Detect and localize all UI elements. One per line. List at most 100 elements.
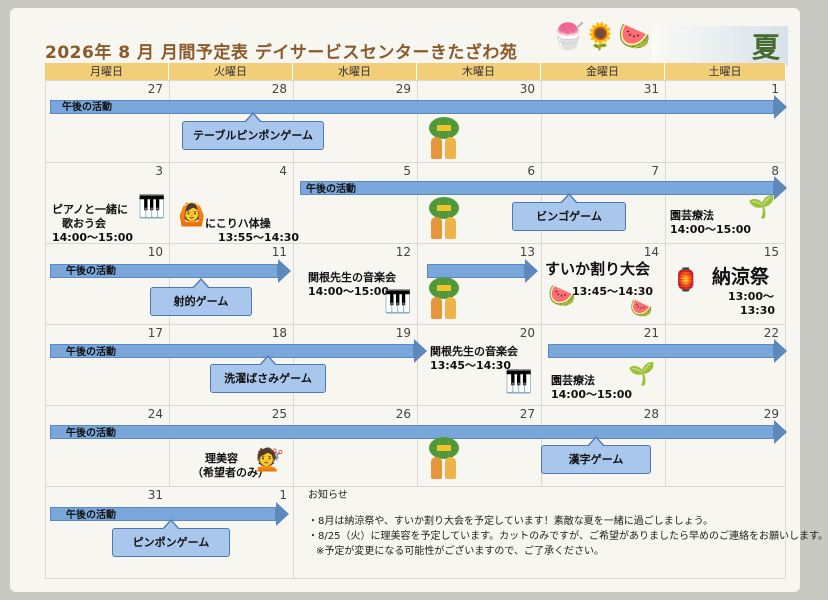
date-cell: 21 [643, 326, 659, 340]
grid-line [665, 80, 666, 486]
grid-line [45, 578, 785, 579]
date-cell: 28 [643, 407, 659, 421]
barber-icon: 💇 [256, 448, 284, 473]
date-cell: 28 [271, 82, 287, 96]
watermelon-icon: 🍉 [630, 298, 653, 319]
weekday-tue: 火曜日 [169, 63, 293, 80]
festival-stall-icon: 🏮 [672, 268, 700, 293]
date-cell: 11 [271, 245, 287, 259]
grid-line [45, 80, 46, 578]
activity-label: 午後の活動 [66, 510, 116, 521]
activity-label: 午後の活動 [66, 266, 116, 277]
grid-line [169, 80, 170, 486]
date-cell: 30 [519, 82, 535, 96]
callout-bingo: ビンゴゲーム [512, 193, 626, 231]
event-noryo-time2: 13:30 [740, 304, 776, 317]
activity-label: 午後の活動 [66, 428, 116, 439]
sunflower-icon: 🌻 [584, 22, 617, 52]
date-cell: 5 [403, 164, 411, 178]
date-cell: 4 [279, 164, 287, 178]
notice-heading: お知らせ [308, 490, 348, 501]
date-cell: 20 [519, 326, 535, 340]
date-cell: 18 [271, 326, 287, 340]
event-garden2-title: 園芸療法 [551, 374, 595, 387]
event-garden2-time: 14:00～15:00 [551, 388, 633, 401]
event-piano-time: 14:00～15:00 [52, 231, 134, 244]
weekday-sat: 土曜日 [665, 63, 786, 80]
grid-line [45, 162, 785, 163]
callout-table-pingpong: テーブルピンポンゲーム [182, 112, 324, 150]
watermelon-icon: 🍉 [618, 22, 651, 52]
weekday-mon: 月曜日 [45, 63, 169, 80]
event-sekine2-time: 13:45～14:30 [430, 359, 512, 372]
date-cell: 7 [651, 164, 659, 178]
grid-line [45, 405, 785, 406]
activity-arrow [427, 259, 538, 283]
activity-arrow [548, 339, 787, 363]
date-cell: 24 [147, 407, 163, 421]
date-cell: 26 [395, 407, 411, 421]
date-cell: 14 [643, 245, 659, 259]
date-cell: 15 [763, 245, 779, 259]
piano-singer-icon: 🎹 [138, 195, 166, 220]
date-cell: 27 [147, 82, 163, 96]
date-cell: 25 [271, 407, 287, 421]
date-cell: 29 [395, 82, 411, 96]
grid-line [45, 486, 785, 487]
grid-line [45, 80, 785, 81]
activity-label: 午後の活動 [62, 102, 112, 113]
notice-line: ・8/25（火）に理美容を予定しています。カットのみですが、ご希望がありましたら… [308, 531, 828, 542]
activity-label: 午後の活動 [66, 347, 116, 358]
date-cell: 1 [771, 82, 779, 96]
grid-line [541, 80, 542, 486]
exercise-person-icon: 🙆 [178, 203, 206, 228]
grid-line [417, 80, 418, 486]
activity-arrow [50, 339, 427, 363]
event-noryo-title: 納涼祭 [712, 266, 770, 288]
callout-kanji: 漢字ゲーム [541, 436, 651, 474]
date-cell: 1 [279, 488, 287, 502]
date-cell: 13 [519, 245, 535, 259]
activity-arrow [300, 176, 787, 200]
event-suika-time: 13:45～14:30 [572, 285, 654, 298]
event-noryo-time1: 13:00～ [728, 290, 775, 303]
event-sekine1-time: 14:00～15:00 [308, 285, 390, 298]
season-label: 夏 [752, 31, 781, 64]
date-cell: 31 [643, 82, 659, 96]
gardening-icon: 🌱 [748, 195, 776, 220]
notice-box: お知らせ ・8月は納涼祭や、すいか割り大会を予定しています！素敵な夏を一緒に過ご… [308, 488, 828, 559]
weekday-fri: 金曜日 [541, 63, 665, 80]
event-niko-time: 13:55～14:30 [218, 231, 300, 244]
date-cell: 6 [527, 164, 535, 178]
club-group-icon [427, 197, 461, 241]
club-group-icon [427, 437, 461, 481]
grid-line [45, 243, 785, 244]
activity-label: 午後の活動 [306, 184, 356, 195]
event-suika-title: すいか割り大会 [545, 260, 651, 278]
grid-line [293, 80, 294, 578]
event-niko-title: にこりハ体操 [205, 217, 271, 230]
event-sekine1-title: 関根先生の音楽会 [308, 271, 396, 284]
date-cell: 8 [771, 164, 779, 178]
weekday-wed: 水曜日 [293, 63, 417, 80]
date-cell: 3 [155, 164, 163, 178]
date-cell: 27 [519, 407, 535, 421]
event-sekine2-title: 関根先生の音楽会 [430, 345, 518, 358]
shaved-ice-icon: 🍧 [552, 22, 585, 52]
notice-line: ※予定が変更になる可能性がございますので、ご了承ください。 [316, 546, 604, 557]
callout-shooting: 射的ゲーム [150, 278, 252, 316]
date-cell: 19 [395, 326, 411, 340]
club-group-icon [427, 117, 461, 161]
weekday-thu: 木曜日 [417, 63, 541, 80]
pianist-icon: 🎹 [384, 290, 412, 315]
event-barber-title: 理美容 [205, 452, 238, 465]
callout-clothespin: 洗濯ばさみゲーム [210, 355, 326, 393]
event-garden1-time: 14:00～15:00 [670, 223, 752, 236]
grid-line [785, 80, 786, 578]
date-cell: 22 [763, 326, 779, 340]
page-title: 2026年 8 月 月間予定表 デイサービスセンターきたざわ苑 [45, 43, 518, 63]
date-cell: 12 [395, 245, 411, 259]
pianist-icon: 🎹 [505, 370, 533, 395]
date-cell: 17 [147, 326, 163, 340]
notice-line: ・8月は納涼祭や、すいか割り大会を予定しています！素敵な夏を一緒に過ごしましょう… [308, 516, 714, 527]
